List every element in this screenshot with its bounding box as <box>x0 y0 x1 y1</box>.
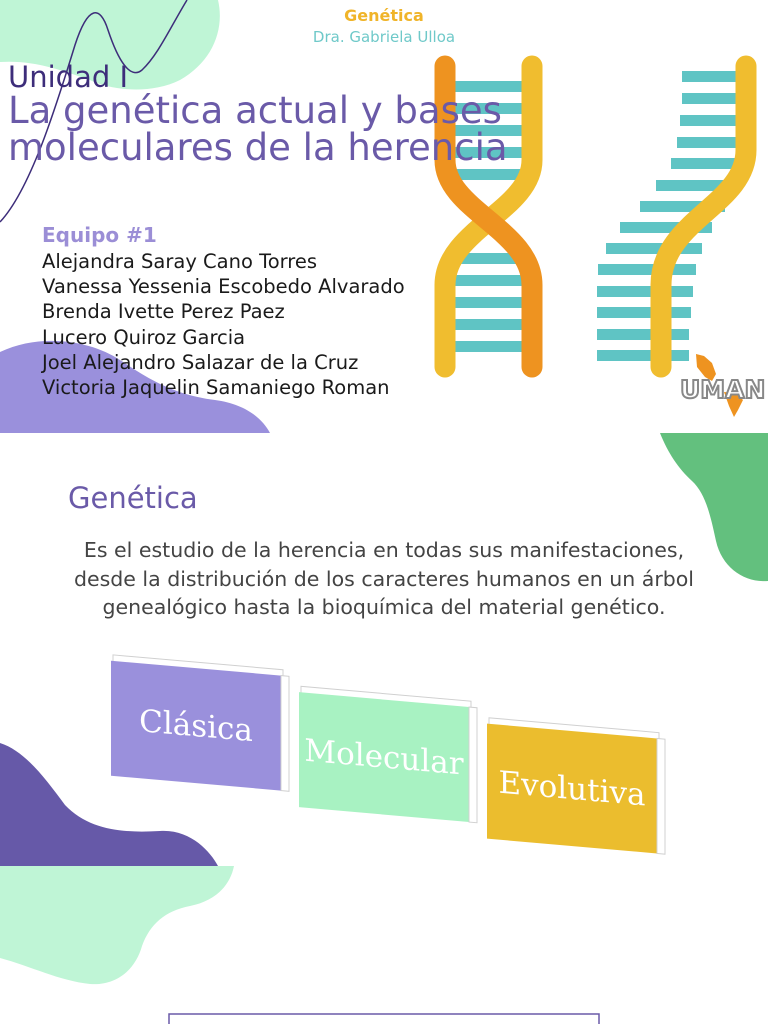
branch-box-evolutiva: Evolutiva <box>487 717 666 855</box>
team-member: Lucero Quiroz Garcia <box>42 325 246 349</box>
logo-text: UMAN <box>680 375 765 404</box>
presentation-title: La genética actual y bases moleculares d… <box>8 89 508 169</box>
dna-unzipped-strand-illustration <box>597 55 757 378</box>
dna-double-helix-illustration <box>434 55 543 378</box>
content-frame <box>168 1013 600 1024</box>
uman-logo: UMAN <box>679 354 766 417</box>
course-name: Genética <box>344 6 424 25</box>
next-slide-partial <box>0 866 768 1024</box>
genetics-slide: Clásica Molecular Evolutiva Genética Es … <box>0 433 768 866</box>
team-member: Brenda Ivette Perez Paez <box>42 300 285 324</box>
section-heading: Genética <box>68 481 198 515</box>
team-member: Alejandra Saray Cano Torres <box>42 250 318 273</box>
team-label: Equipo #1 <box>42 223 157 247</box>
dark-purple-blob-decoration <box>0 743 218 866</box>
branch-box-molecular: Molecular <box>299 685 478 824</box>
genetics-definition: Es el estudio de la herencia en todas su… <box>73 538 694 619</box>
unit-label: Unidad I <box>8 60 129 94</box>
team-member: Vanessa Yessenia Escobedo Alvarado <box>42 275 405 299</box>
team-members-list: Alejandra Saray Cano Torres Vanessa Yess… <box>42 249 405 400</box>
genetics-slide-decor: Clásica Molecular Evolutiva <box>0 433 768 866</box>
team-member: Victoria Jaquelin Samaniego Roman <box>42 376 390 400</box>
title-slide: UMAN Genética Dra. Gabriela Ulloa Unidad… <box>0 0 768 433</box>
curve-line-decoration <box>0 0 188 223</box>
team-member: Joel Alejandro Salazar de la Cruz <box>42 350 359 374</box>
mint-blob-decoration <box>0 0 220 90</box>
green-blob-decoration <box>660 433 768 582</box>
mint-blob-decoration <box>0 866 234 985</box>
teacher-name: Dra. Gabriela Ulloa <box>312 28 456 46</box>
next-slide-decor <box>0 866 600 1024</box>
purple-blob-decoration <box>0 340 270 433</box>
branch-box-clasica: Clásica <box>111 654 290 792</box>
title-slide-decor: UMAN <box>0 0 766 433</box>
